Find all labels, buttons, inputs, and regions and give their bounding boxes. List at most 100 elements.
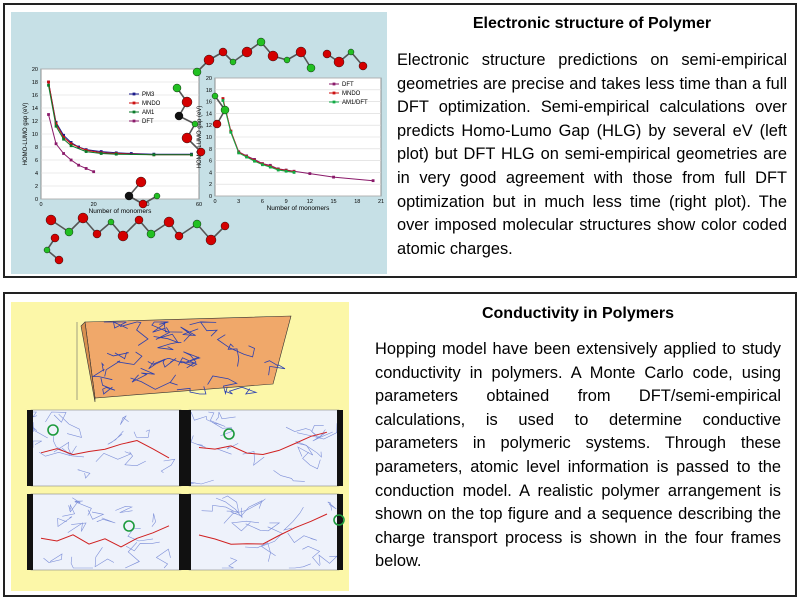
polymer-chain <box>57 516 73 528</box>
y-tick-label: 12 <box>32 119 38 125</box>
polymer-chain <box>130 374 178 390</box>
conductivity-panel: Conductivity in Polymers Hopping model h… <box>3 292 797 597</box>
x-axis-label: Number of monomers <box>89 208 153 215</box>
atom-red <box>92 229 102 239</box>
atom-green <box>191 120 199 128</box>
atom-green <box>192 219 202 229</box>
frame-background <box>188 493 340 571</box>
legend-marker <box>332 100 336 104</box>
x-tick-label: 6 <box>261 199 264 205</box>
x-tick-label: 3 <box>237 199 240 205</box>
atom-red <box>174 231 184 241</box>
y-tick-label: 4 <box>35 171 38 177</box>
electrode-left <box>185 494 191 570</box>
data-point <box>229 130 233 134</box>
data-point <box>92 170 96 174</box>
y-tick-label: 6 <box>35 158 38 164</box>
atom-red <box>267 50 279 62</box>
polymer-chain <box>107 430 124 445</box>
atom-red <box>212 119 222 129</box>
polymer-chain <box>260 526 283 557</box>
charge-transport-frame-2 <box>185 409 343 487</box>
data-point <box>47 83 50 87</box>
data-point <box>221 99 225 102</box>
data-point <box>47 113 50 116</box>
charge-marker <box>47 424 59 436</box>
polymer-chain <box>70 556 93 569</box>
box-side <box>80 321 96 403</box>
x-tick-label: 15 <box>331 199 337 205</box>
atom-red <box>54 255 64 265</box>
polymer-chain <box>155 548 171 569</box>
polymer-chain <box>104 351 143 377</box>
atom-red <box>218 47 228 57</box>
polymer-chain <box>216 334 255 358</box>
atom-red <box>295 46 307 58</box>
polymer-chain <box>311 425 326 439</box>
polymer-chain <box>103 321 128 329</box>
polymer-chain <box>222 495 239 512</box>
electrode-right <box>179 410 185 486</box>
polymer-chain <box>190 435 206 448</box>
polymer-conduction-figure-svg <box>27 315 345 571</box>
y-tick-label: 20 <box>206 76 212 82</box>
atom-red <box>358 61 368 71</box>
electrode-left <box>27 494 33 570</box>
x-tick-label: 21 <box>378 199 384 205</box>
y-tick-label: 18 <box>32 80 38 86</box>
data-point <box>268 165 272 169</box>
legend-marker <box>132 92 136 96</box>
data-point <box>69 142 73 146</box>
data-point <box>332 175 335 179</box>
legend-entry: AM1/DFT <box>342 100 368 106</box>
y-tick-label: 2 <box>35 184 38 190</box>
data-point <box>47 80 50 84</box>
polymer-chain <box>312 431 333 442</box>
polymer-chain <box>96 517 116 524</box>
atom-black <box>174 111 184 121</box>
atom-green <box>347 48 355 56</box>
polymer-chain <box>208 411 226 427</box>
polymer-chain <box>127 528 154 542</box>
polymer-chain <box>207 375 238 396</box>
atom-green <box>192 67 202 77</box>
atom-green <box>229 58 237 66</box>
polymer-chain <box>77 469 91 479</box>
panel-text-conductivity: Hopping model have been extensively appl… <box>375 340 781 571</box>
atom-red <box>117 230 129 242</box>
conductivity-figure <box>11 302 349 591</box>
y-tick-label: 8 <box>209 147 212 153</box>
polymer-chain <box>231 520 260 532</box>
legend-marker <box>332 91 336 95</box>
x-tick-label: 20 <box>91 202 97 208</box>
data-point <box>69 158 73 162</box>
polymer-chain <box>160 458 176 474</box>
polymer-chain <box>32 411 38 418</box>
atom-red <box>205 234 217 246</box>
y-tick-label: 16 <box>206 100 212 106</box>
polymer-chain <box>53 441 85 458</box>
atom-red <box>333 56 345 68</box>
atom-red <box>138 199 148 209</box>
polymer-chain <box>230 500 263 517</box>
polymer-chain <box>296 423 338 440</box>
polymer-chain <box>91 362 113 381</box>
polymer-chain <box>264 360 286 376</box>
data-point <box>129 152 133 155</box>
legend-entry: PM3 <box>142 92 155 98</box>
charge-transport-frame-3 <box>27 493 185 571</box>
polymer-chain <box>125 541 160 552</box>
data-point <box>261 163 264 167</box>
legend-entry: DFT <box>142 119 154 125</box>
polymer-chain <box>245 522 281 532</box>
data-point <box>371 179 375 183</box>
polymer-chain <box>282 507 304 531</box>
charge-marker <box>333 514 345 526</box>
series-line-2 <box>222 100 295 173</box>
data-point <box>62 135 65 139</box>
box-face <box>84 315 292 399</box>
y-tick-label: 0 <box>209 194 212 200</box>
polymer-chain <box>215 411 236 421</box>
y-tick-label: 18 <box>206 88 212 94</box>
polymer-chain <box>227 343 240 367</box>
